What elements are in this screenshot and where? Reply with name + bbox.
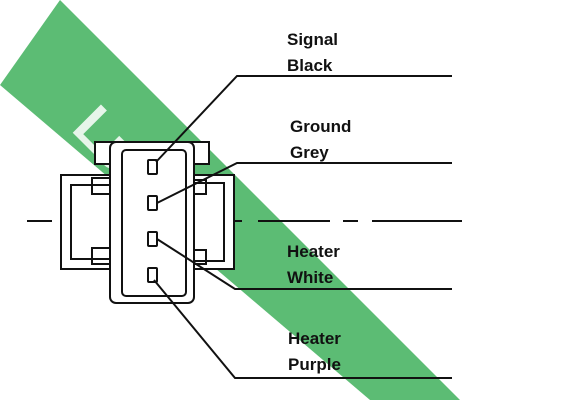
wire-color-label: Purple [288,355,341,374]
pin-function-label: Heater [288,329,341,348]
leader-lines [153,75,452,379]
pin-terminals [147,159,158,283]
pin-2-terminal [147,195,158,211]
pin-label-ground: Ground Grey [290,114,351,166]
leader-line-signal [155,75,452,163]
connector-housing-inner [121,149,187,297]
pin-label-signal: Signal Black [287,27,338,79]
wire-color-label: White [287,268,334,287]
connector-left-boss [60,174,114,270]
pin-4-terminal [147,267,158,283]
pin-label-heater-purple: Heater Purple [288,326,341,378]
leader-line-ground [156,162,452,204]
pin-function-label: Ground [290,117,352,136]
connector-body [60,141,235,304]
pin-label-heater-white: Heater White [287,239,340,291]
wire-color-label: Grey [290,143,329,162]
pin-3-terminal [147,231,158,247]
connector-right-boss [189,174,235,270]
leader-line-heater-purple [153,279,452,379]
pin-function-label: Signal [287,30,339,49]
leader-line-heater-white [156,238,452,290]
pin-1-terminal [147,159,158,175]
pin-function-label: Heater [287,242,340,261]
wire-color-label: Black [287,56,333,75]
